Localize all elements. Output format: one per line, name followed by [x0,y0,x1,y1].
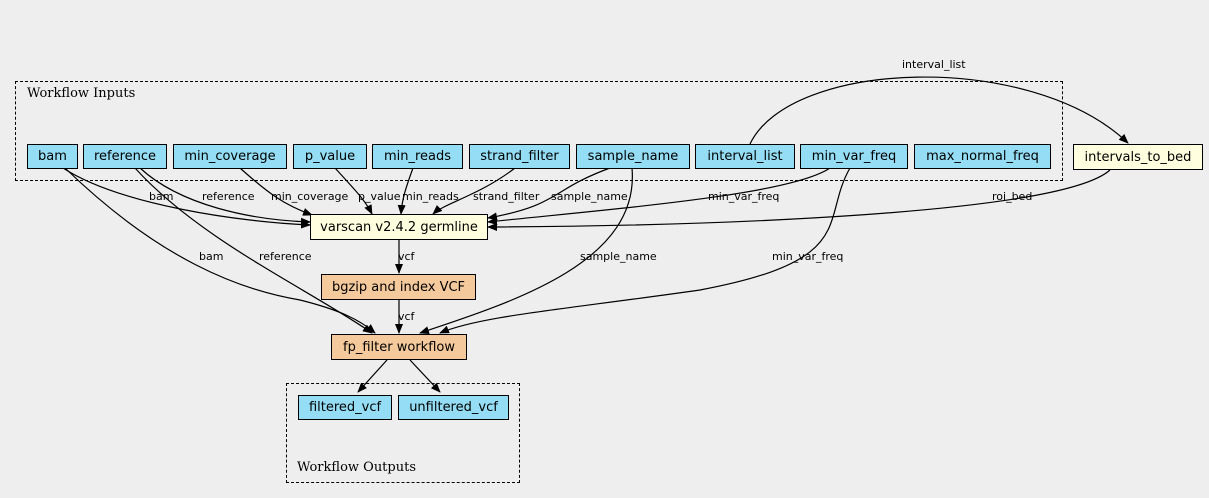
node-interval-list[interactable]: interval_list [695,144,795,169]
edge-label-min-var-freq-fp: min_var_freq [772,250,843,263]
edge-label-roi-bed: roi_bed [992,190,1032,203]
edge-label-interval-list: interval_list [902,58,966,71]
edge-sample-name-to-varscan [487,167,611,221]
workflow-outputs-cluster [286,383,520,483]
edge-intervals-to-bed-to-varscan [487,169,1111,231]
edge-label-min-coverage: min_coverage [271,190,349,203]
node-filtered-vcf[interactable]: filtered_vcf [298,395,392,420]
edge-label-sample-name-fp: sample_name [580,250,657,263]
node-bam[interactable]: bam [27,144,78,169]
node-strand-filter[interactable]: strand_filter [469,144,570,169]
edge-fp-filter-to-filtered-vcf [357,359,388,393]
edge-label-vcf-2: vcf [398,310,416,323]
edge-label-strand-filter: strand_filter [473,190,540,203]
node-sample-name[interactable]: sample_name [576,144,690,169]
edge-bam-to-varscan [62,167,311,229]
edge-label-bam-fp: bam [199,250,223,263]
edge-min-coverage-to-varscan [239,167,313,216]
node-unfiltered-vcf[interactable]: unfiltered_vcf [398,395,509,420]
edge-fp-filter-to-unfiltered-vcf [409,359,441,393]
edge-min-var-freq-to-fp-filter [439,167,851,334]
edge-label-min-reads: min_reads [402,190,459,203]
workflow-inputs-cluster [15,81,1063,181]
workflow-outputs-label: Workflow Outputs [297,460,416,475]
edge-label-reference-fp: reference [259,250,312,263]
edge-label-sample-name-varscan: sample_name [551,190,628,203]
edge-strand-filter-to-varscan [432,167,516,215]
edge-reference-to-fp-filter [134,167,373,334]
edge-label-p-value: p_value [358,190,401,203]
edge-label-bam-varscan: bam [149,190,173,203]
node-varscan-germline[interactable]: varscan v2.4.2 germline [310,214,488,240]
edge-bam-to-fp-filter [64,167,376,334]
node-min-reads[interactable]: min_reads [372,144,463,169]
edge-interval-list-to-intervals-to-bed [749,76,1129,145]
node-max-normal-freq[interactable]: max_normal_freq [914,144,1051,169]
edge-label-min-var-freq-varscan: min_var_freq [708,190,779,203]
edge-p-value-to-varscan [334,167,373,215]
edge-min-var-freq-to-varscan [487,167,831,226]
node-bgzip-index-vcf[interactable]: bgzip and index VCF [321,274,476,300]
edge-min-reads-to-varscan [397,167,414,215]
workflow-inputs-label: Workflow Inputs [27,86,136,101]
node-min-coverage[interactable]: min_coverage [173,144,287,169]
edge-label-reference-varscan: reference [202,190,255,203]
node-fp-filter-workflow[interactable]: fp_filter workflow [331,334,467,360]
node-p-value[interactable]: p_value [293,144,367,169]
node-reference[interactable]: reference [83,144,167,169]
edge-sample-name-to-fp-filter [419,167,633,334]
edge-label-vcf-1: vcf [398,250,416,263]
node-min-var-freq[interactable]: min_var_freq [800,144,908,169]
node-intervals-to-bed[interactable]: intervals_to_bed [1073,144,1203,170]
